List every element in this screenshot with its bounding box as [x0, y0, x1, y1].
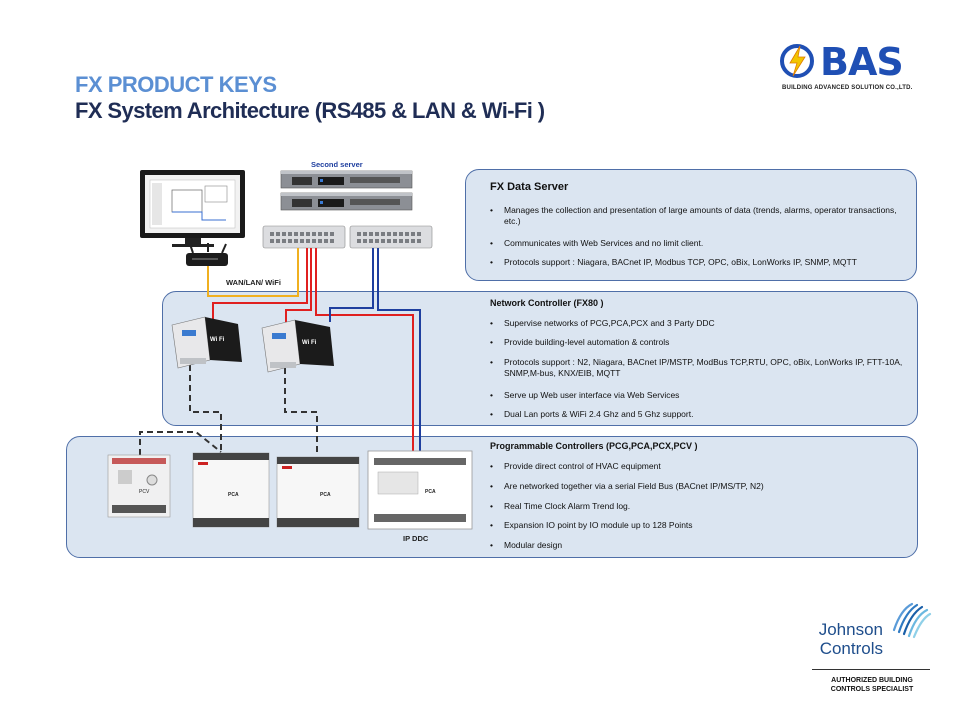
johnson-controls-line2: Controls	[819, 639, 883, 658]
wan-lan-wifi-label: WAN/LAN/ WiFi	[226, 278, 281, 287]
network-switch-right-icon	[349, 225, 433, 249]
johnson-controls-emblem-icon	[892, 602, 932, 639]
pca-controller-1-icon	[192, 452, 270, 528]
fx-data-server-bullet: Communicates with Web Services and no li…	[490, 238, 900, 249]
wifi-badge-2: Wi Fi	[302, 340, 317, 346]
network-controller-bullet: Protocols support : N2, Niagara, BACnet …	[490, 357, 910, 379]
page-title: FX PRODUCT KEYS	[75, 72, 277, 97]
ip-ddc-controller-icon	[367, 450, 473, 530]
network-wires	[207, 248, 421, 452]
field-bus-dashed-lines	[139, 365, 318, 455]
fx80-controller-2-icon	[261, 319, 334, 373]
authorized-line1: AUTHORIZED BUILDING	[831, 677, 913, 684]
page-subtitle: FX System Architecture (RS485 & LAN & Wi…	[75, 98, 545, 123]
network-controller-bullet: Serve up Web user interface via Web Serv…	[490, 390, 910, 401]
authorized-line2: CONTROLS SPECIALIST	[830, 686, 914, 693]
bas-logo-tagline: BUILDING ADVANCED SOLUTION CO.,LTD.	[782, 85, 913, 91]
programmable-controllers-bullet: Provide direct control of HVAC equipment	[490, 461, 910, 472]
network-controller-bullet: Dual Lan ports & WiFi 2.4 Ghz and 5 Ghz …	[490, 409, 910, 420]
network-controller-title: Network Controller (FX80 )	[490, 298, 604, 308]
bas-logo	[780, 44, 814, 78]
fx80-controller-1-icon	[171, 316, 242, 369]
fx-data-server-title: FX Data Server	[490, 181, 569, 193]
programmable-controllers-bullet: Expansion IO point by IO module up to 12…	[490, 520, 910, 531]
fx-data-server-bullet: Protocols support : Niagara, BACnet IP, …	[490, 257, 900, 268]
pcv-controller-icon	[107, 454, 171, 518]
programmable-controllers-bullet: Are networked together via a serial Fiel…	[490, 481, 910, 492]
network-switch-left-icon	[262, 225, 346, 249]
workstation-monitor-icon	[140, 170, 245, 247]
pca-device-label-3: PCA	[425, 489, 436, 495]
programmable-controllers-bullet: Modular design	[490, 540, 910, 551]
second-server-label: Second server	[311, 160, 363, 169]
pcv-device-label: PCV	[139, 489, 150, 495]
bas-logo-name: BAS	[820, 40, 904, 84]
pca-controller-2-icon	[276, 456, 360, 528]
programmable-controllers-title: Programmable Controllers (PCG,PCA,PCX,PC…	[490, 441, 698, 451]
wifi-badge-1: Wi Fi	[210, 337, 225, 343]
programmable-controllers-bullet: Real Time Clock Alarm Trend log.	[490, 501, 910, 512]
johnson-controls-line1: Johnson	[818, 620, 883, 639]
footer-divider	[812, 669, 930, 670]
second-server-icon	[280, 170, 413, 189]
pca-device-label-1: PCA	[228, 492, 239, 498]
ip-ddc-label: IP DDC	[403, 534, 429, 543]
network-controller-bullet: Provide building-level automation & cont…	[490, 337, 910, 348]
authorized-specialist-text: AUTHORIZED BUILDING CONTROLS SPECIALIST	[822, 676, 922, 694]
network-controller-bullet: Supervise networks of PCG,PCA,PCX and 3 …	[490, 318, 910, 329]
pca-device-label-2: PCA	[320, 492, 331, 498]
johnson-controls-logo: Johnson Controls	[808, 620, 883, 658]
fx-data-server-bullet: Manages the collection and presentation …	[490, 205, 900, 227]
wifi-router-icon	[186, 243, 228, 266]
primary-server-icon	[280, 192, 413, 211]
